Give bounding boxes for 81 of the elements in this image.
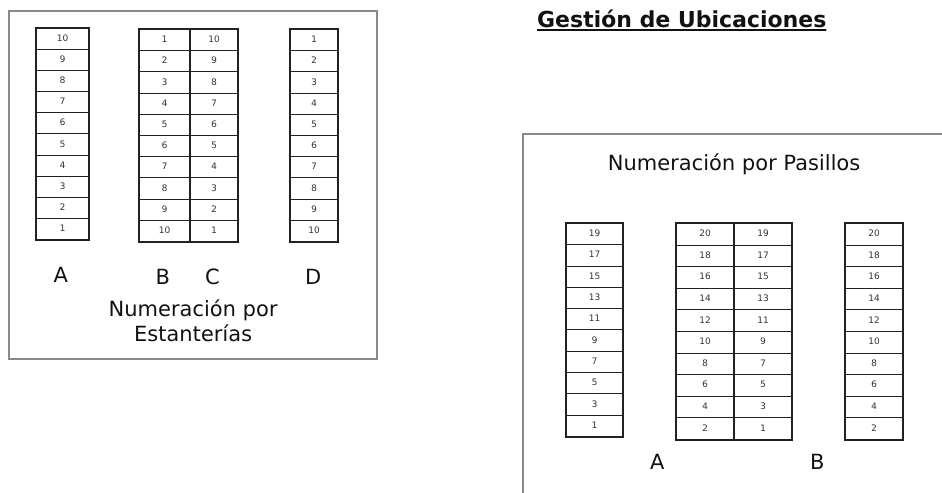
- slot-number: 1: [759, 422, 767, 436]
- slot-number: 10: [158, 224, 172, 238]
- slot-number: 9: [291, 200, 337, 221]
- panel-frame: [522, 133, 942, 493]
- slot-number: 9: [37, 50, 88, 72]
- slot-number: 4: [191, 157, 237, 178]
- page-title: Gestión de Ubicaciones: [537, 8, 826, 33]
- slot-number: 10: [307, 224, 321, 238]
- panel-frame: [8, 10, 378, 360]
- slot-number: 8: [291, 178, 337, 200]
- slot-number: 10: [846, 332, 902, 354]
- slot-number: 7: [37, 92, 88, 114]
- slot-number: 3: [567, 394, 622, 416]
- shelf-column: [35, 27, 90, 241]
- panel-caption: Numeración por Estanterías: [108, 297, 278, 347]
- shelf-column: [733, 222, 793, 441]
- slot-number: 5: [567, 373, 622, 394]
- slot-number: 5: [735, 375, 791, 397]
- shelf-letter: A: [54, 263, 68, 287]
- slot-number: 5: [37, 134, 88, 156]
- slot-number: 10: [191, 30, 237, 52]
- slot-number: 1: [210, 224, 218, 238]
- aisle-letter: A: [650, 450, 664, 474]
- slot-number: 13: [567, 288, 622, 310]
- slot-number: 10: [37, 29, 88, 50]
- shelf-column: [675, 222, 735, 441]
- slot-number: 8: [37, 71, 88, 92]
- slot-number: 2: [701, 422, 709, 436]
- aisle-letter: B: [810, 450, 824, 474]
- slot-number: 6: [291, 136, 337, 158]
- slot-number: 1: [590, 420, 598, 433]
- slot-number: 20: [846, 224, 902, 246]
- slot-number: 5: [191, 136, 237, 158]
- slot-number: 2: [191, 200, 237, 221]
- slot-number: 1: [58, 222, 66, 236]
- slot-number: 3: [191, 178, 237, 200]
- shelf-column: [189, 28, 239, 243]
- slot-number: 16: [846, 267, 902, 289]
- slot-number: 8: [846, 354, 902, 376]
- slot-number: 13: [735, 288, 791, 310]
- slot-number: 4: [37, 156, 88, 177]
- shelf-letter: C: [205, 265, 220, 289]
- slot-number: 7: [191, 94, 237, 115]
- slot-number: 7: [567, 352, 622, 374]
- slot-number: 19: [567, 224, 622, 246]
- slot-number: 9: [735, 332, 791, 354]
- slot-number: 17: [567, 245, 622, 267]
- slot-number: 8: [191, 72, 237, 94]
- slot-number: 3: [37, 176, 88, 198]
- shelf-letter: B: [156, 265, 170, 289]
- slot-number: 2: [870, 422, 878, 436]
- slot-number: 9: [191, 51, 237, 72]
- slot-number: 4: [846, 396, 902, 418]
- slot-number: 6: [191, 114, 237, 136]
- slot-number: 4: [291, 94, 337, 115]
- slot-number: 1: [291, 30, 337, 52]
- shelf-column: [844, 222, 904, 441]
- slot-number: 12: [846, 310, 902, 332]
- slot-number: 2: [37, 198, 88, 219]
- shelf-column: [138, 28, 191, 243]
- slot-number: 17: [735, 246, 791, 268]
- shelf-letter: D: [305, 265, 322, 289]
- slot-number: 6: [846, 375, 902, 397]
- slot-number: 11: [567, 309, 622, 330]
- slot-number: 6: [37, 113, 88, 134]
- panel-caption: Numeración por Pasillos: [606, 151, 862, 176]
- slot-number: 18: [846, 246, 902, 268]
- slot-number: 7: [735, 354, 791, 376]
- slot-number: 2: [291, 51, 337, 72]
- slot-number: 14: [846, 288, 902, 310]
- slot-number: 15: [567, 266, 622, 288]
- slot-number: 9: [567, 330, 622, 352]
- slot-number: 3: [291, 72, 337, 94]
- shelf-column: [289, 28, 339, 243]
- slot-number: 15: [735, 267, 791, 289]
- slot-number: 11: [735, 310, 791, 332]
- shelf-column: [565, 222, 624, 438]
- slot-number: 7: [291, 157, 337, 178]
- slot-number: 19: [735, 224, 791, 246]
- slot-number: 5: [291, 114, 337, 136]
- slot-number: 3: [735, 396, 791, 418]
